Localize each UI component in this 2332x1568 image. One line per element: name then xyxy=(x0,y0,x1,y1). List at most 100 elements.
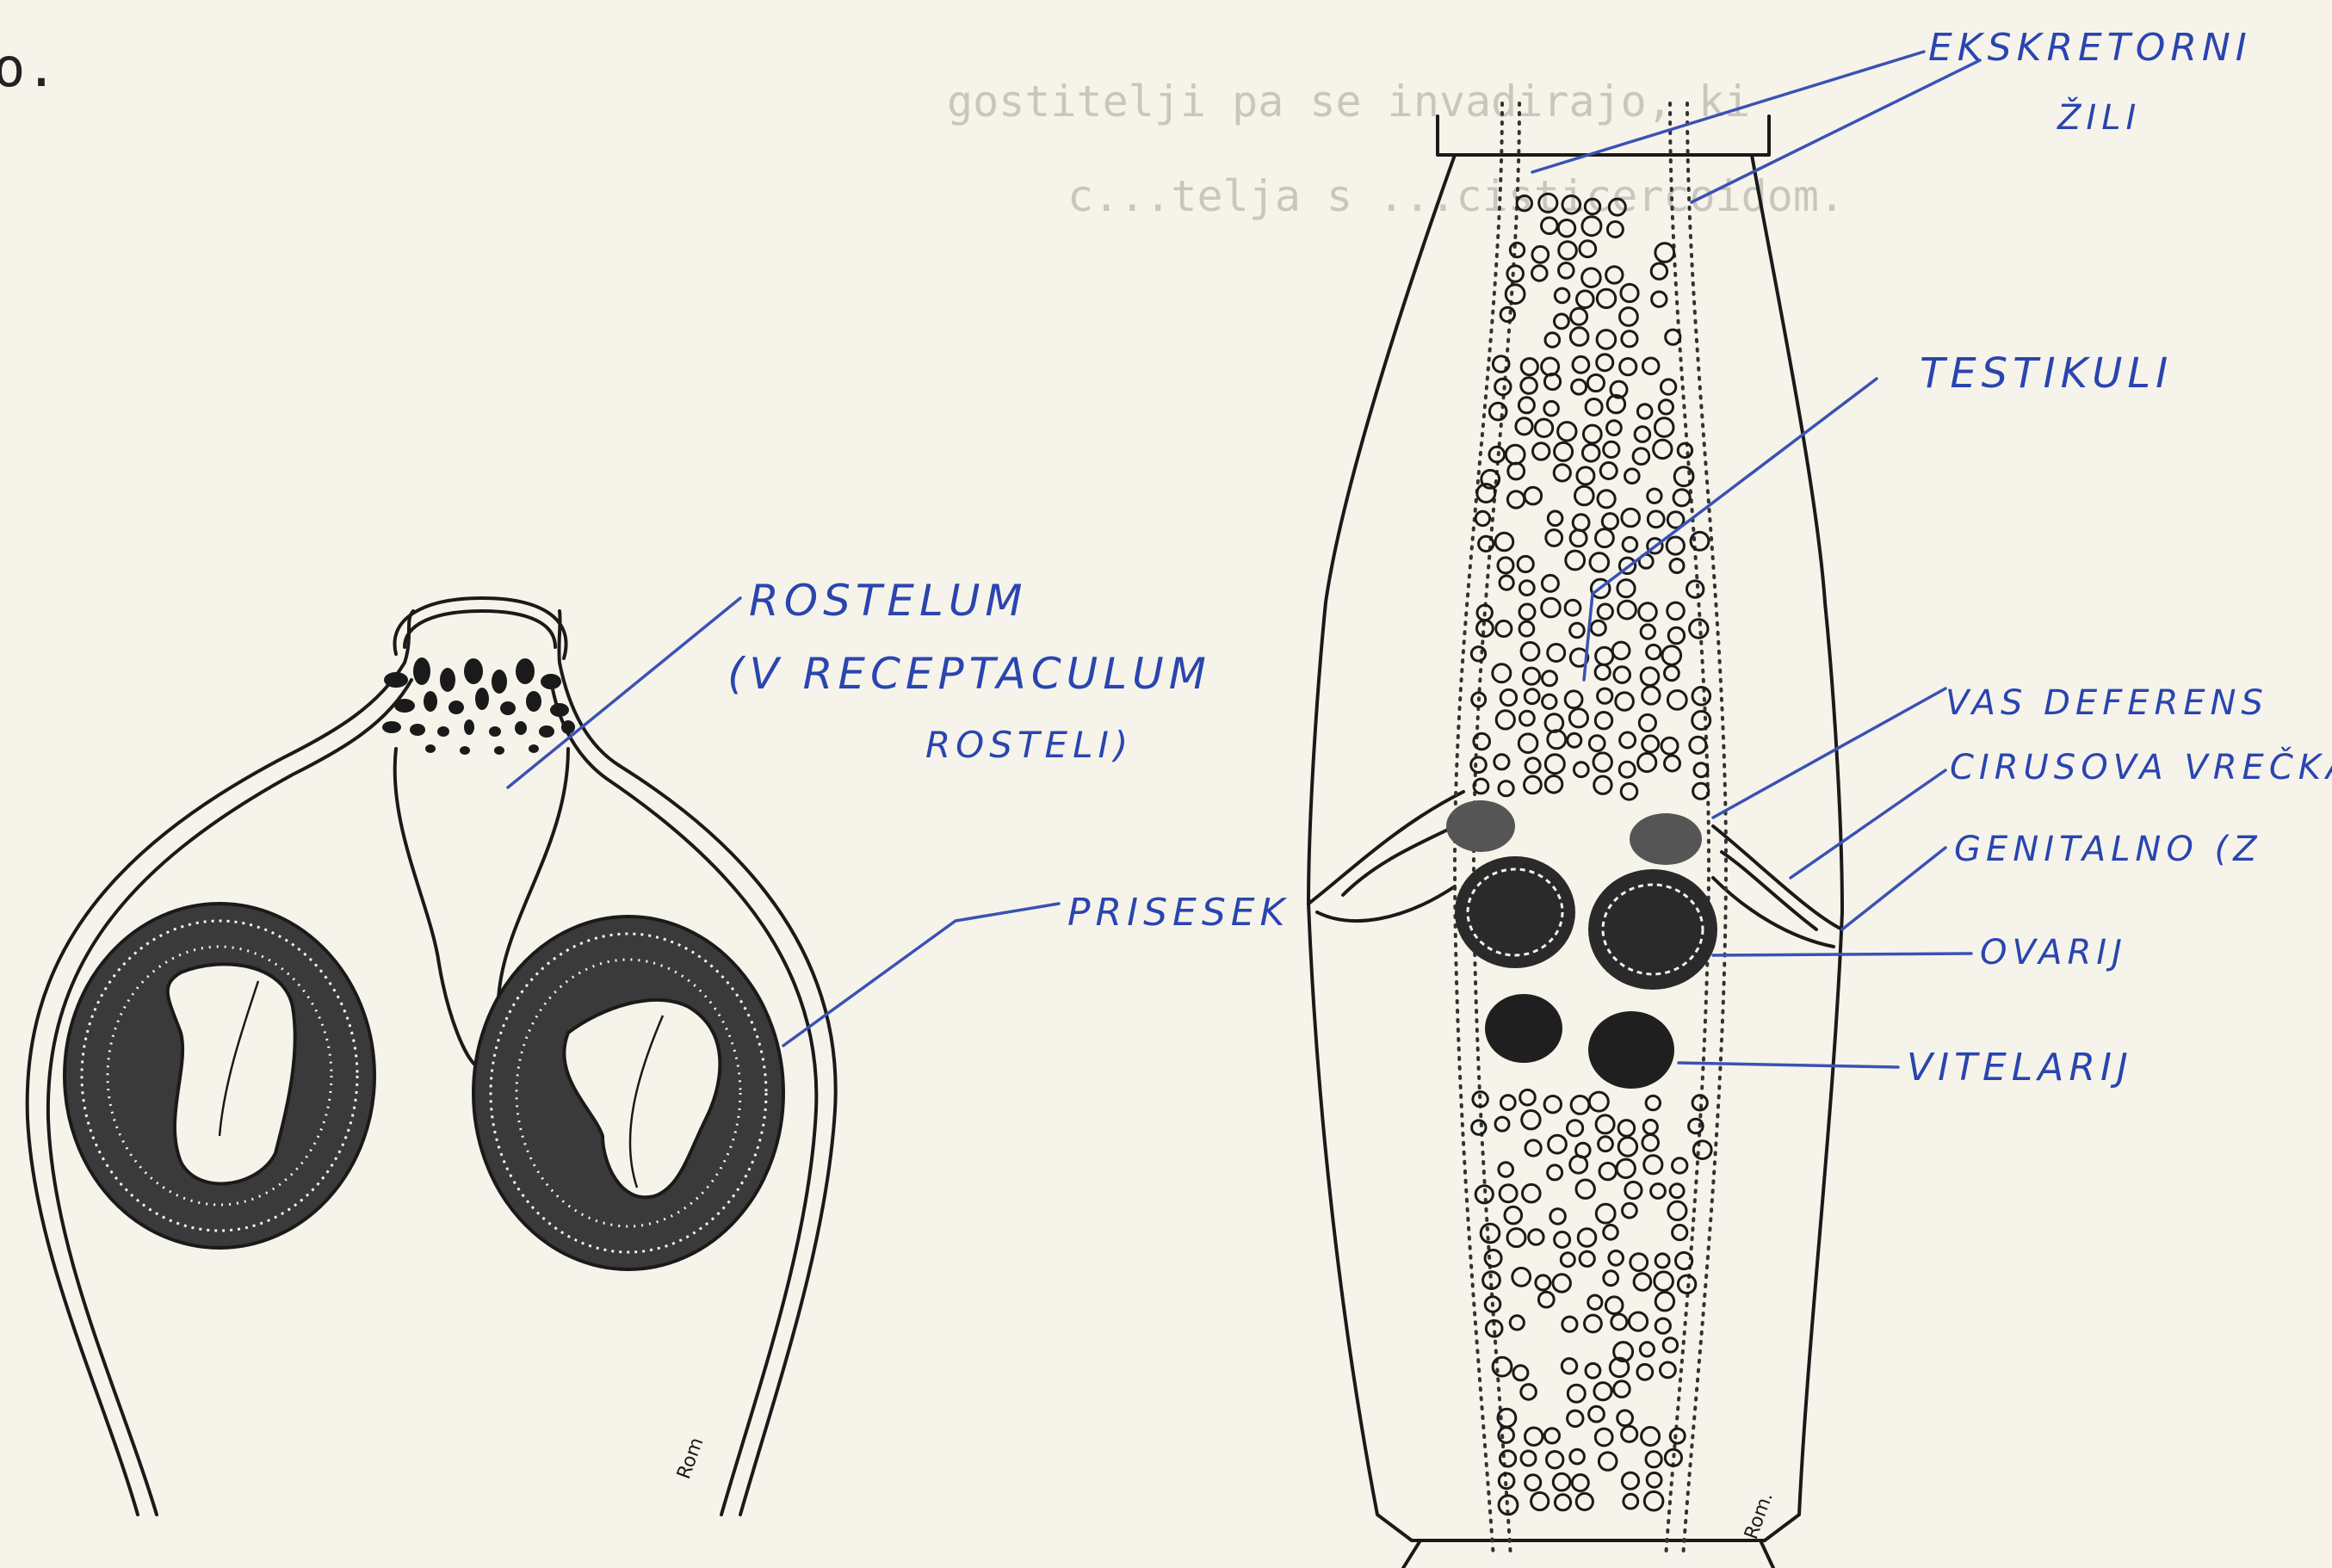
testis-circle xyxy=(1565,600,1580,615)
testis-circle xyxy=(1612,642,1630,659)
testis-circle xyxy=(1571,1096,1589,1114)
ovary-right xyxy=(1588,869,1717,990)
testis-circle xyxy=(1583,425,1601,443)
testis-circle xyxy=(1532,246,1549,262)
testis-circle xyxy=(1651,263,1667,279)
testis-circle xyxy=(1521,378,1537,394)
testis-circle xyxy=(1620,359,1636,375)
testis-circle xyxy=(1693,783,1709,799)
testis-circle xyxy=(1496,620,1512,636)
testis-circle xyxy=(1546,530,1562,546)
testis-circle xyxy=(1616,693,1634,711)
testis-circle xyxy=(1513,1366,1528,1380)
testis-circle xyxy=(1646,1096,1660,1109)
testis-circle xyxy=(1496,711,1514,729)
ghost-line-1: gostitelji pa se invadirajo, ki xyxy=(947,77,1750,127)
testis-circle xyxy=(1641,668,1659,686)
testis-circle xyxy=(1587,374,1604,391)
leader-ovarij xyxy=(1713,954,1971,955)
testis-circle xyxy=(1596,1115,1614,1133)
testis-circle xyxy=(1595,1429,1612,1446)
testis-circle xyxy=(1570,530,1587,546)
testis-circle xyxy=(1655,418,1673,437)
testis-circle xyxy=(1617,1159,1635,1177)
testis-circle xyxy=(1614,1381,1630,1398)
testis-circle xyxy=(1599,1453,1617,1471)
testis-circle xyxy=(1500,1451,1516,1466)
testis-circle xyxy=(1643,1120,1657,1133)
testis-circle xyxy=(1521,359,1537,375)
testis-circle xyxy=(1622,509,1640,527)
testis-circle xyxy=(1642,1428,1660,1446)
testis-circle xyxy=(1651,1184,1666,1199)
testis-circle xyxy=(1624,1494,1638,1509)
genital-pore-right xyxy=(1713,826,1842,947)
testis-circle xyxy=(1582,445,1599,462)
testis-circle xyxy=(1531,1492,1549,1509)
testis-circle xyxy=(1648,511,1664,528)
testis-circle xyxy=(1625,1182,1642,1198)
testis-circle xyxy=(1570,1156,1587,1173)
testis-circle xyxy=(1569,709,1587,727)
testis-circle xyxy=(1646,1452,1661,1467)
testis-circle xyxy=(1489,403,1506,420)
testis-circle xyxy=(1494,755,1509,769)
testis-circle xyxy=(1471,647,1485,661)
testis-circle xyxy=(1493,356,1509,373)
testis-circle xyxy=(1692,712,1710,730)
testis-circle xyxy=(1519,621,1534,636)
label-rostelum: ROSTELUM xyxy=(749,576,1028,626)
testis-circle xyxy=(1508,463,1525,479)
testis-circle xyxy=(1523,1184,1541,1202)
testis-circle xyxy=(1565,691,1582,708)
testis-circle xyxy=(1588,1295,1602,1309)
left-sucker xyxy=(65,904,374,1248)
testis-circle xyxy=(1668,627,1684,643)
testis-circle xyxy=(1665,666,1679,681)
testis-circle xyxy=(1637,404,1652,419)
label-ekskretorni: EKSKRETORNI xyxy=(1928,26,2252,70)
testis-circle xyxy=(1667,691,1686,710)
testis-circle xyxy=(1693,1141,1711,1159)
testis-circle xyxy=(1505,1207,1522,1224)
testis-circle xyxy=(1568,1120,1583,1136)
testis-circle xyxy=(1633,448,1649,465)
testis-circle xyxy=(1642,687,1660,704)
testis-circle xyxy=(1678,443,1692,457)
testis-circle xyxy=(1634,1274,1651,1291)
testis-circle xyxy=(1655,1254,1669,1268)
testis-circle xyxy=(1520,1090,1536,1105)
testis-circle xyxy=(1597,330,1616,349)
testis-circle xyxy=(1525,689,1539,704)
testis-circle xyxy=(1655,1318,1670,1333)
testis-circle xyxy=(1521,1385,1537,1400)
testis-circle xyxy=(1499,781,1513,796)
testis-circle xyxy=(1532,266,1548,281)
testis-circle xyxy=(1639,603,1657,621)
leader-genitalno xyxy=(1842,848,1945,929)
testis-circle xyxy=(1555,314,1569,329)
testis-circle xyxy=(1598,688,1612,703)
testis-circle xyxy=(1599,1163,1616,1179)
testis-circle xyxy=(1595,713,1611,729)
label-testikuli: TESTIKULI xyxy=(1920,349,2173,398)
testis-circle xyxy=(1661,738,1678,754)
testis-circle xyxy=(1542,358,1559,375)
testis-circle xyxy=(1596,529,1614,547)
testis-circle xyxy=(1506,445,1525,464)
testis-circle xyxy=(1538,1292,1554,1307)
testis-circle xyxy=(1544,1096,1561,1113)
ghost-line-2: c...telja s ...cisticercoidom. xyxy=(1067,171,1845,221)
testis-circle xyxy=(1663,1338,1677,1352)
cirrus-sac-right xyxy=(1630,813,1702,865)
testis-circle xyxy=(1510,243,1524,256)
label-cirusova-vrecka: CIRUSOVA VREČKA xyxy=(1950,746,2332,787)
testis-circle xyxy=(1676,1252,1692,1269)
testis-circle xyxy=(1485,1250,1501,1267)
testis-circle xyxy=(1548,731,1566,749)
testis-circle xyxy=(1500,689,1516,705)
testis-circle xyxy=(1544,373,1560,389)
testis-circle xyxy=(1607,222,1623,238)
testis-circle xyxy=(1594,1383,1611,1400)
testis-circle xyxy=(1687,581,1704,597)
